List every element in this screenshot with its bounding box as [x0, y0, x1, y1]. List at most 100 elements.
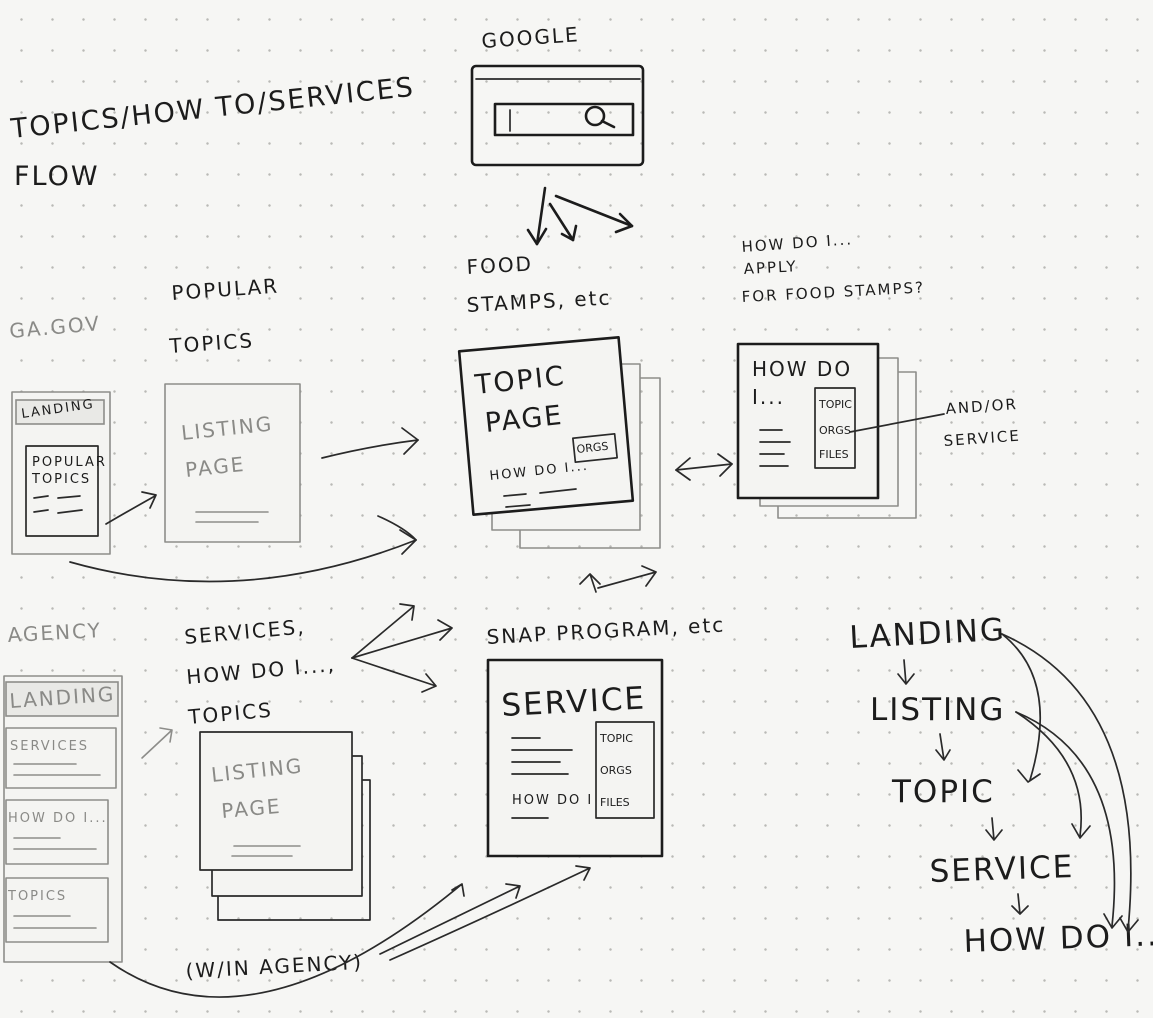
- popular-topics-label-1: POPULAR: [171, 274, 280, 305]
- agency-listing-page: SERVICES, HOW DO I..., TOPICS LISTING PA…: [183, 614, 371, 983]
- annotation-line-1: AND/OR: [945, 395, 1018, 418]
- services-section: [5, 727, 117, 789]
- how-do-i-title-2: I...: [752, 385, 785, 409]
- topic-page-frame: [457, 336, 635, 516]
- search-icon: [584, 105, 616, 129]
- annotation-line-2: SERVICE: [943, 427, 1021, 450]
- how-do-i-note-3: FOR FOOD STAMPS?: [741, 278, 925, 306]
- arrow-up-to-topic: [579, 573, 601, 593]
- arrowhead-1: [526, 227, 548, 246]
- service-page-title: SERVICE: [501, 680, 647, 724]
- arrowhead-2: [560, 224, 578, 242]
- flow-title: TOPICS/HOW TO/SERVICES FLOW: [8, 72, 416, 192]
- topic-page-group: FOOD STAMPS, etc TOPIC PAGE ORGS HOW DO …: [457, 252, 661, 549]
- how-do-i-note-1: HOW DO I...: [741, 230, 854, 256]
- agency-listing-label-1: SERVICES,: [183, 614, 306, 648]
- hierarchy-topic: TOPIC: [891, 774, 995, 810]
- service-note: SNAP PROGRAM, etc: [486, 613, 726, 649]
- curve-arrow-3: [389, 865, 591, 961]
- how-do-i-section-label: HOW DO I...: [8, 811, 108, 826]
- skip-arrow-listing-service: [1015, 711, 1091, 839]
- listing-page-frame: [199, 731, 353, 871]
- hierarchy-landing: LANDING: [849, 612, 1007, 656]
- skip-arrow-listing-howdoi: [1015, 711, 1123, 929]
- landing-to-topic-arrow: [69, 539, 417, 583]
- agency-listing-label-3: TOPICS: [186, 698, 273, 729]
- how-do-i-page-group: HOW DO I... APPLY FOR FOOD STAMPS? HOW D…: [736, 230, 1021, 519]
- hierarchy-arrow-2: [935, 733, 951, 761]
- popular-topics-line-1: POPULAR: [32, 455, 107, 470]
- landing-to-listing-arrow: [105, 495, 156, 525]
- how-do-i-section: [5, 799, 109, 865]
- topic-note-2: STAMPS, etc: [466, 285, 612, 317]
- listing-frame: [164, 383, 301, 543]
- skip-arrow-landing-topic: [1001, 633, 1041, 783]
- curve-arrow-2: [379, 883, 521, 955]
- arrow-up: [351, 603, 415, 659]
- landing-header: [15, 399, 105, 425]
- topics-section: [5, 877, 109, 943]
- listing-lines: [195, 511, 269, 523]
- services-section-label: SERVICES: [10, 739, 89, 754]
- topics-section-label: TOPICS: [7, 889, 67, 904]
- popular-topics-listing-page: POPULAR TOPICS LISTING PAGE: [164, 274, 301, 543]
- arrow-shaft-3: [554, 194, 634, 228]
- ga-gov-landing-page: LANDING POPULAR TOPICS: [11, 391, 111, 555]
- arrow-up-right: [597, 565, 657, 589]
- agency-landing-page: LANDING SERVICES HOW DO I... TOPICS: [3, 675, 123, 963]
- service-box-files: FILES: [600, 796, 630, 809]
- arrowhead-3: [614, 212, 634, 234]
- topics-section-lines: [13, 915, 97, 929]
- hierarchy-list: LANDING LISTING TOPIC SERVICE HOW DO I..…: [849, 612, 1153, 960]
- agency-landing-frame: [3, 675, 123, 963]
- google-label: GOOGLE: [481, 22, 581, 53]
- how-do-i-box-topic: TOPIC: [818, 398, 852, 411]
- popular-topics-line-2: TOPICS: [31, 472, 91, 487]
- agency-to-service-arrows: [109, 865, 591, 998]
- service-sidebar-box: [595, 721, 655, 819]
- agency-landing-to-listing-arrow: [141, 727, 173, 759]
- popular-topics-box: [25, 445, 99, 537]
- google-frame: [470, 64, 645, 167]
- listing-to-topic-arrow: [321, 439, 419, 459]
- services-lines: [13, 763, 101, 776]
- google-search-box: GOOGLE: [470, 22, 645, 167]
- agency-label: AGENCY: [7, 618, 102, 647]
- hierarchy-service: SERVICE: [929, 849, 1075, 890]
- how-do-i-title-1: HOW DO: [752, 357, 852, 381]
- google-search-input: [493, 102, 635, 137]
- arrow-right: [351, 619, 453, 659]
- agency-listing-label-2: HOW DO I...,: [185, 652, 336, 689]
- how-do-i-box-orgs: ORGS: [819, 424, 851, 437]
- popular-topics-label-2: TOPICS: [168, 328, 255, 358]
- how-do-i-note-2: APPLY: [743, 257, 798, 278]
- ga-gov-arrows: [69, 427, 419, 583]
- agency-listing-title-2: PAGE: [220, 794, 282, 823]
- agency-listing-arrows: [351, 603, 453, 693]
- service-page-frame: [486, 658, 664, 858]
- curve-arrow-1: [109, 883, 465, 998]
- agency-listing-lines: [231, 845, 301, 857]
- topic-orgs-box: [572, 433, 618, 463]
- title-line-1: TOPICS/HOW TO/SERVICES: [8, 72, 416, 145]
- arrow-shaft-2: [548, 202, 575, 242]
- hierarchy-arrow-4: [1011, 893, 1029, 915]
- service-box-topic: TOPIC: [599, 732, 633, 745]
- how-do-i-sidebar-box: [814, 387, 856, 469]
- arrow-down: [351, 657, 437, 693]
- skip-arrow-landing-howdoi: [1001, 633, 1139, 933]
- hierarchy-listing: LISTING: [870, 692, 1005, 728]
- service-how-do-i: HOW DO I: [512, 793, 593, 808]
- title-line-2: FLOW: [14, 161, 100, 192]
- how-do-i-section-lines: [13, 837, 97, 850]
- google-to-topic-arrows: [526, 186, 634, 246]
- agency-landing-header: [5, 681, 119, 717]
- topic-orgs-label: ORGS: [576, 440, 609, 456]
- ga-gov-label: GA.GOV: [8, 311, 102, 343]
- topic-lines: [503, 488, 577, 508]
- popular-topics-lines: [33, 495, 83, 514]
- arrow-shaft-1: [535, 186, 547, 246]
- service-box-orgs: ORGS: [600, 764, 632, 777]
- service-lines: [511, 737, 573, 775]
